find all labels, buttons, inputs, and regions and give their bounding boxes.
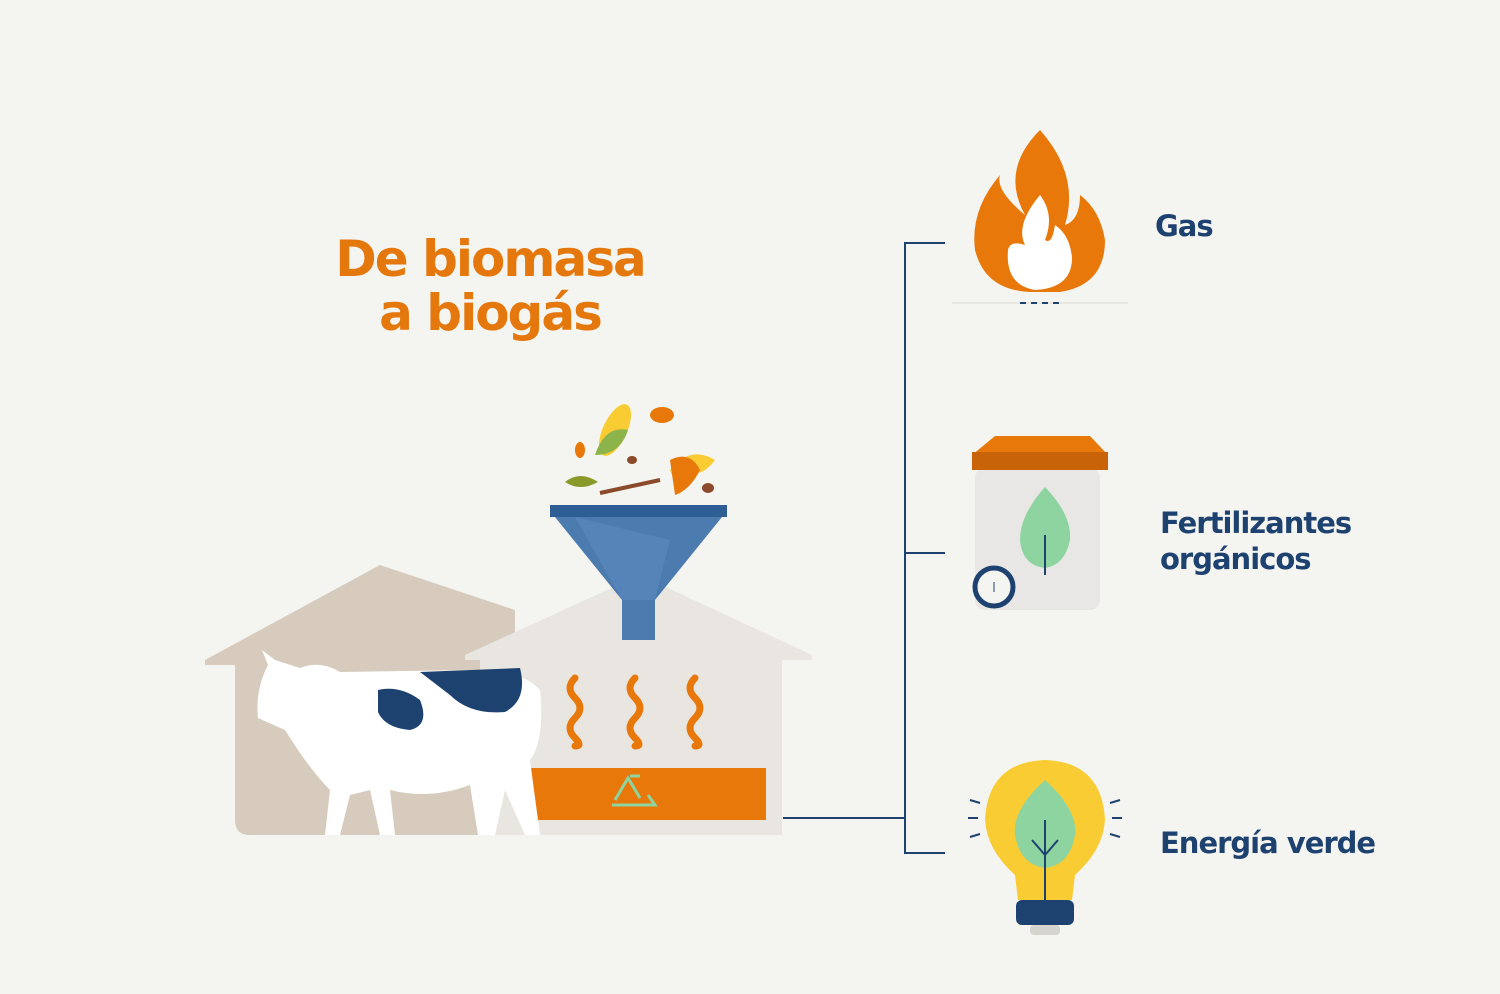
connector-lines (783, 242, 945, 854)
cow-icon (257, 650, 542, 835)
fertilizer-label-line-1: Fertilizantes (1160, 506, 1352, 540)
fertilizer-jar-icon (972, 436, 1108, 610)
green-energy-label: Energía verde (1160, 826, 1376, 860)
fertilizer-label: Fertilizantes orgánicos (1160, 505, 1352, 577)
title-line-2: a biogás (379, 284, 603, 342)
biomass-icon (565, 404, 715, 495)
flame-icon (952, 130, 1128, 304)
funnel-icon (550, 505, 727, 640)
title-line-1: De biomasa (335, 230, 646, 288)
recycle-icon (612, 774, 658, 807)
heat-waves-icon (566, 674, 704, 750)
gas-label: Gas (1155, 209, 1214, 243)
diagram-title: De biomasa a biogás (290, 232, 690, 340)
lightbulb-icon (968, 760, 1122, 935)
fertilizer-label-line-2: orgánicos (1160, 542, 1312, 576)
digester-icon (465, 575, 812, 835)
